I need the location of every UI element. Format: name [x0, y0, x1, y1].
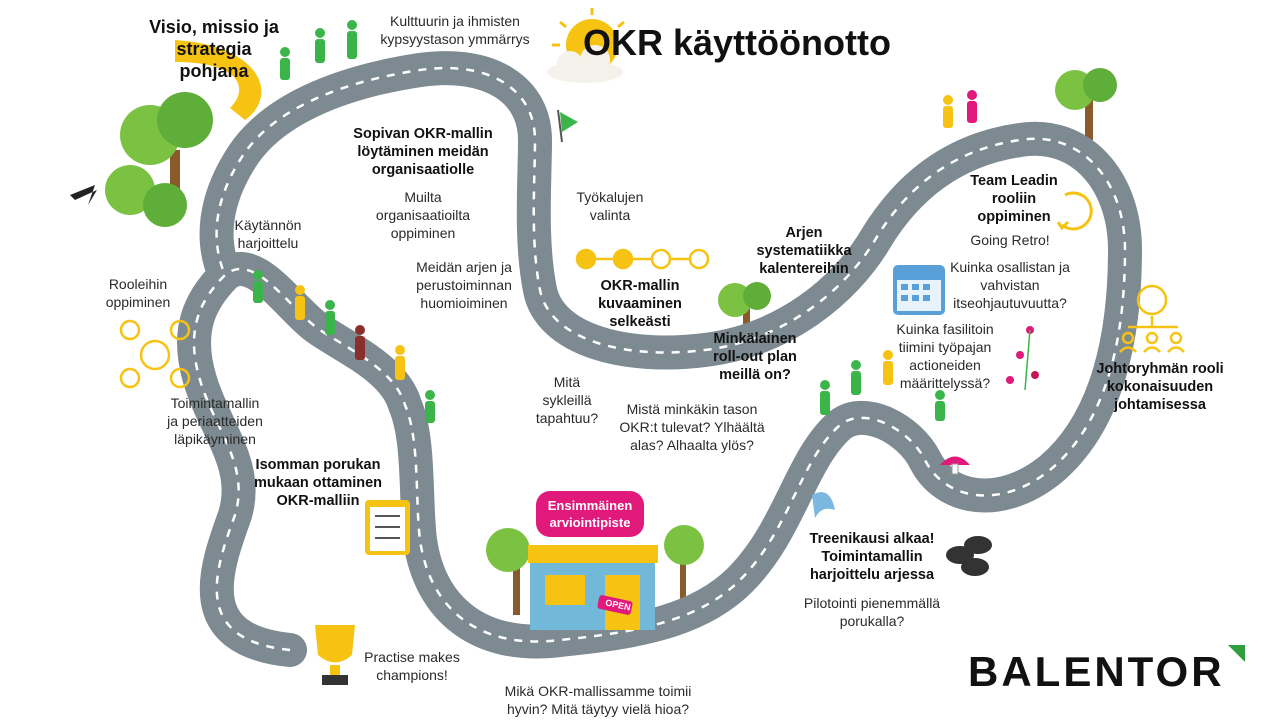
label-involve: Kuinka osallistan ja vahvistan itseohjau… — [950, 259, 1070, 311]
label-culture: Kulttuurin ja ihmisten kypsyystason ymmä… — [380, 13, 530, 47]
tires-icon — [946, 536, 992, 576]
label-describe-model: OKR-mallin kuvaaminen selkeästi — [598, 278, 682, 330]
tree-icon — [664, 525, 704, 615]
splash-icon — [812, 492, 835, 518]
label-leadership: Johtoryhmän rooli kokonaisuuden johtamis… — [1096, 361, 1224, 413]
label-model-finding: Sopivan OKR-mallin löytäminen meidän org… — [353, 126, 493, 178]
label-facilitate: Kuinka fasilitoin tiimini työpajan actio… — [896, 321, 994, 391]
progress-steps-icon — [575, 248, 710, 270]
label-practise: Practise makes champions! — [364, 649, 460, 683]
label-practice: Käytännön harjoittelu — [234, 217, 302, 251]
swoosh-arrow-icon — [175, 40, 262, 120]
label-cycles: Mitä sykleillä tapahtuu? — [535, 374, 599, 426]
mushroom-icon — [940, 456, 970, 475]
leadership-icon — [1119, 284, 1185, 353]
label-bigger-group: Isomman porukan mukaan ottaminen OKR-mal… — [253, 457, 383, 509]
flag-icon — [557, 109, 578, 143]
label-rollout: Minkälainen roll-out plan meillä on? — [713, 331, 797, 383]
label-operating-model: Toimintamallin ja periaatteiden läpikäym… — [167, 395, 263, 447]
label-going-retro: Going Retro! — [970, 232, 1050, 248]
tree-icon — [105, 92, 213, 227]
label-learn-orgs: Muilta organisaatioilta oppiminen — [375, 189, 471, 241]
page-title: OKR käyttöönotto — [583, 22, 891, 63]
label-roles: Rooleihin oppiminen — [105, 276, 171, 310]
cloud-icon — [547, 45, 623, 83]
bird-icon — [70, 185, 97, 205]
label-what-works: Mikä OKR-mallissamme toimii hyvin? Mitä … — [504, 683, 692, 717]
label-team-lead: Team Leadin rooliin oppiminen — [970, 173, 1058, 225]
trophy-icon — [315, 625, 355, 685]
label-training: Treenikausi alkaa! Toimintamallin harjoi… — [809, 531, 935, 583]
label-calendar: Arjen systematiikka kalentereihin — [756, 225, 852, 277]
label-tools: Työkalujen valinta — [576, 189, 644, 223]
calendar-icon — [893, 265, 945, 315]
tree-icon — [1055, 68, 1117, 140]
brand-logo: BALENTOR — [968, 648, 1225, 695]
label-levels: Mistä minkäkin tason OKR:t tulevat? Ylhä… — [619, 401, 765, 453]
label-strategy: Visio, missio ja strategia pohjana — [149, 17, 279, 81]
flowers-icon — [1006, 326, 1039, 391]
tree-icon — [718, 282, 771, 330]
roles-cycle-icon — [119, 319, 191, 389]
walking-people — [253, 20, 977, 423]
tree-icon — [486, 528, 530, 615]
shop-icon — [528, 545, 658, 630]
brand-accent-icon — [1228, 645, 1245, 662]
clipboard-icon — [365, 500, 410, 555]
first-eval-badge: Ensimmäinen arviointipiste — [536, 491, 644, 537]
refresh-cycle-icon — [1056, 191, 1093, 231]
label-pilot: Pilotointi pienemmällä porukalla? — [803, 595, 941, 629]
road-center-line — [192, 66, 1127, 652]
label-daily-basics: Meidän arjen ja perustoiminnan huomioimi… — [416, 259, 512, 311]
